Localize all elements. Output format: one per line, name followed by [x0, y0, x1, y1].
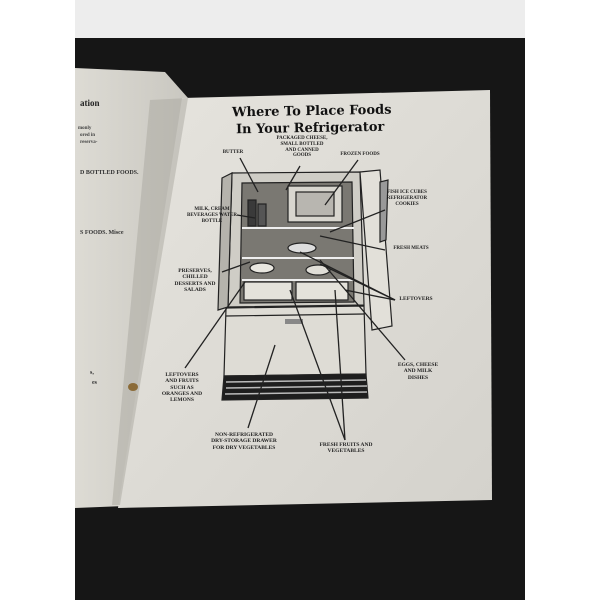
left-page-text-2: monly	[78, 126, 92, 131]
left-page-text-5: D BOTTLED FOODS.	[80, 170, 139, 176]
label-leftovers-left: LEFTOVERS AND FRUITS SUCH AS ORANGES AND…	[161, 372, 203, 404]
left-page-text-7: s,	[90, 370, 94, 376]
label-milk: MILK, CREAM BEVERAGES WATER BOTTLE	[187, 207, 237, 224]
left-page-text-4: reserva-	[80, 140, 98, 145]
label-leftovers-right: LEFTOVERS	[399, 296, 433, 302]
left-page-text-1: ation	[80, 98, 100, 108]
label-frozen: FROZEN FOODS	[340, 152, 380, 157]
stain	[128, 383, 138, 391]
label-preserves: PRESERVES, CHILLED DESSERTS AND SALADS	[174, 268, 216, 293]
page-title-line1: Where To Place Foods	[231, 102, 392, 121]
label-eggs: EGGS, CHEESE AND MILK DISHES	[397, 362, 439, 381]
label-butter: BUTTER	[222, 150, 244, 155]
left-page-text-3: ored in	[80, 133, 96, 138]
top-backdrop	[75, 0, 525, 38]
left-page-text-6: S FOODS. Misce	[80, 230, 124, 236]
label-packaged: PACKAGED CHEESE, SMALL BOTTLED AND CANNE…	[276, 136, 328, 159]
label-nonref: NON-REFRIGERATED DRY-STORAGE DRAWER FOR …	[211, 432, 277, 451]
label-fish: FISH ICE CUBES REFRIGERATOR COOKIES	[386, 190, 428, 207]
leader-lines	[184, 157, 406, 441]
left-page-text-8: es	[92, 380, 97, 386]
page-title-line2: In Your Refrigerator	[235, 119, 385, 138]
refrigerator-illustration	[217, 169, 393, 401]
label-fresh-fruits: FRESH FRUITS AND VEGETABLES	[319, 442, 373, 455]
label-fresh-meats: FRESH MEATS	[393, 246, 429, 251]
